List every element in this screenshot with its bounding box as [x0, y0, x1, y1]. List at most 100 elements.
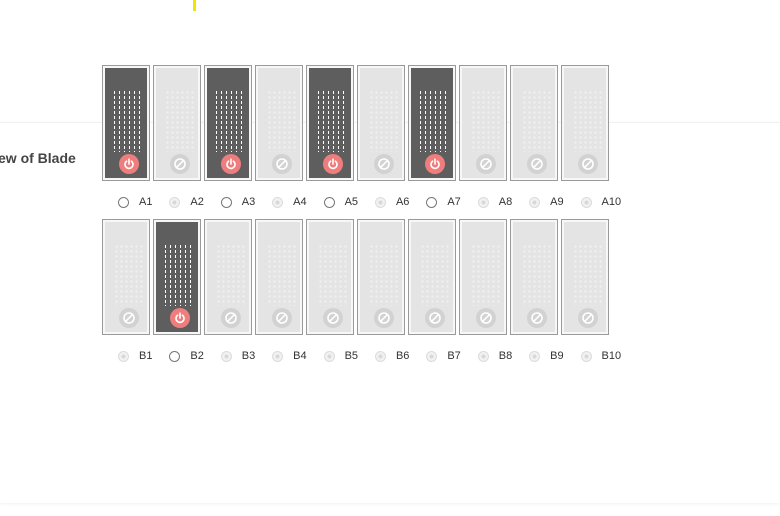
slot-label-text: A8	[498, 196, 513, 208]
radio-a4	[272, 196, 284, 208]
blade-vent-grille	[420, 244, 450, 306]
radio-b10	[580, 350, 592, 362]
blade-vent-grille	[165, 244, 195, 306]
slot-label-b10: B10	[580, 348, 632, 364]
slot-label-text: B10	[601, 350, 622, 362]
disabled-icon	[578, 154, 598, 174]
power-icon[interactable]	[170, 308, 190, 328]
blade-slot-b8[interactable]	[459, 219, 507, 335]
blade-body	[462, 68, 504, 178]
slot-label-text: B4	[293, 350, 307, 362]
blade-vent-grille	[216, 90, 246, 152]
slot-label-b7: B7	[426, 348, 477, 364]
blade-slot-a3[interactable]	[204, 65, 252, 181]
blade-body	[309, 68, 351, 178]
blade-slot-a1[interactable]	[102, 65, 150, 181]
slot-label-text: A7	[447, 196, 461, 208]
blade-slot-b6[interactable]	[357, 219, 405, 335]
disabled-icon	[527, 308, 547, 328]
blade-slot-b10[interactable]	[561, 219, 609, 335]
blade-slot-b9[interactable]	[510, 219, 558, 335]
radio-b7	[426, 350, 438, 362]
power-icon[interactable]	[323, 154, 343, 174]
radio-a2	[169, 196, 181, 208]
slot-label-text: A6	[395, 196, 410, 208]
slot-label-a4: A4	[272, 194, 323, 210]
radio-a10	[580, 196, 592, 208]
slot-label-text: B9	[550, 350, 564, 362]
slot-label-b1: B1	[118, 348, 169, 364]
slot-label-b9: B9	[529, 348, 580, 364]
radio-a7[interactable]	[426, 196, 438, 208]
slot-label-a2: A2	[169, 194, 220, 210]
blade-vent-grille	[369, 244, 399, 306]
blade-vent-grille	[471, 244, 501, 306]
blade-slot-b2[interactable]	[153, 219, 201, 335]
slot-label-a8: A8	[477, 194, 529, 210]
radio-a6	[374, 196, 386, 208]
blade-vent-grille	[267, 90, 297, 152]
blade-vent-grille	[114, 90, 144, 152]
slot-label-b3: B3	[220, 348, 272, 364]
blade-vent-grille	[522, 244, 552, 306]
blade-slot-a8[interactable]	[459, 65, 507, 181]
slot-label-text: B6	[395, 350, 410, 362]
blade-slot-a10[interactable]	[561, 65, 609, 181]
slot-label-text: A4	[293, 196, 307, 208]
radio-a8	[477, 196, 489, 208]
blade-slot-b7[interactable]	[408, 219, 456, 335]
slot-label-text: B7	[447, 350, 461, 362]
slot-label-b4: B4	[272, 348, 323, 364]
blade-row-b	[102, 219, 616, 337]
blade-body	[258, 68, 300, 178]
blade-slot-b1[interactable]	[102, 219, 150, 335]
power-icon[interactable]	[221, 154, 241, 174]
disabled-icon	[323, 308, 343, 328]
blade-slot-a6[interactable]	[357, 65, 405, 181]
blade-slot-a9[interactable]	[510, 65, 558, 181]
slot-label-text: A9	[550, 196, 564, 208]
slot-label-a7: A7	[426, 194, 477, 210]
radio-b2[interactable]	[169, 350, 181, 362]
blade-body	[564, 222, 606, 332]
radio-a3[interactable]	[220, 196, 232, 208]
blade-body	[360, 68, 402, 178]
disabled-icon	[578, 308, 598, 328]
blade-slot-b3[interactable]	[204, 219, 252, 335]
slot-label-text: A5	[344, 196, 359, 208]
disabled-icon	[425, 308, 445, 328]
blade-body	[513, 222, 555, 332]
blade-slot-b4[interactable]	[255, 219, 303, 335]
radio-b1	[118, 350, 129, 362]
disabled-icon	[527, 154, 547, 174]
blade-slot-b5[interactable]	[306, 219, 354, 335]
blade-vent-grille	[573, 90, 603, 152]
disabled-icon	[272, 308, 292, 328]
radio-b4	[272, 350, 284, 362]
radio-a1[interactable]	[118, 196, 129, 208]
slot-label-b6: B6	[374, 348, 426, 364]
blade-slot-a2[interactable]	[153, 65, 201, 181]
radio-b3	[220, 350, 232, 362]
slot-label-text: B8	[498, 350, 513, 362]
blade-slot-a7[interactable]	[408, 65, 456, 181]
slot-label-a1: A1	[118, 194, 169, 210]
blade-vent-grille	[114, 244, 144, 306]
blade-body	[207, 68, 249, 178]
power-icon[interactable]	[119, 154, 139, 174]
blade-vent-grille	[267, 244, 297, 306]
power-icon[interactable]	[425, 154, 445, 174]
radio-a5[interactable]	[323, 196, 335, 208]
blade-slot-a4[interactable]	[255, 65, 303, 181]
blade-body	[105, 68, 147, 178]
blade-body	[156, 222, 198, 332]
blade-body	[156, 68, 198, 178]
blade-vent-grille	[216, 244, 246, 306]
slot-label-a6: A6	[374, 194, 426, 210]
slot-label-b8: B8	[477, 348, 529, 364]
blade-slot-a5[interactable]	[306, 65, 354, 181]
slot-label-text: A1	[139, 196, 153, 208]
disabled-icon	[374, 308, 394, 328]
disabled-icon	[119, 308, 139, 328]
